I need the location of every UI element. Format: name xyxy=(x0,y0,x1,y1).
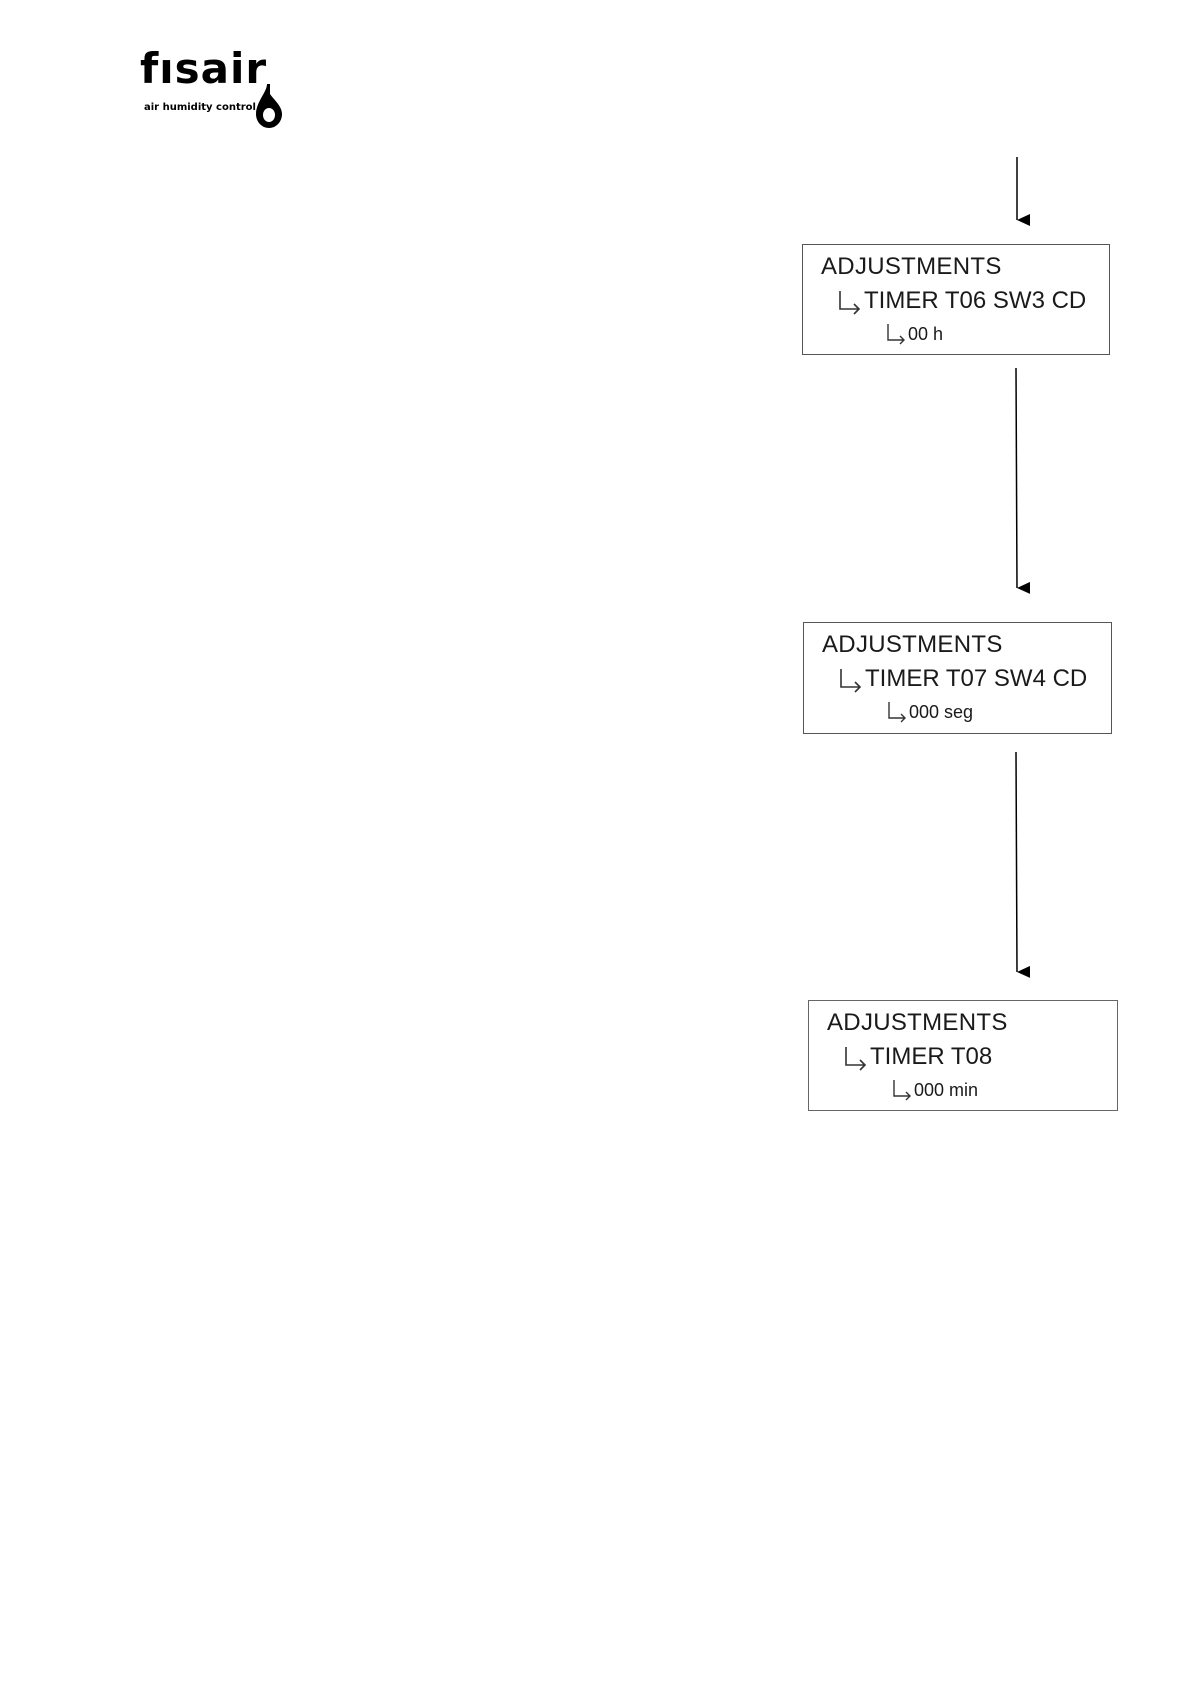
water-drop-icon xyxy=(254,84,284,128)
screen-value: 000 min xyxy=(914,1080,978,1101)
submenu-arrow-icon xyxy=(843,1045,869,1071)
screen-menu-title: ADJUSTMENTS xyxy=(822,631,1003,659)
display-screen-timer-t07: ADJUSTMENTS TIMER T07 SW4 CD 000 seg xyxy=(803,622,1112,734)
logo-tagline: air humidity control xyxy=(144,102,256,113)
logo-wordmark: fısair xyxy=(140,48,267,90)
brand-logo: fısair air humidity control xyxy=(140,58,290,130)
submenu-arrow-icon xyxy=(837,289,863,315)
screen-value: 00 h xyxy=(908,324,943,345)
screen-value-row: 000 seg xyxy=(886,701,973,723)
submenu-arrow-icon xyxy=(891,1079,913,1101)
submenu-arrow-icon xyxy=(886,701,908,723)
screen-value-row: 00 h xyxy=(885,323,943,345)
submenu-arrow-icon xyxy=(885,323,907,345)
arrow-down-icon xyxy=(1016,752,1017,972)
screen-menu-title: ADJUSTMENTS xyxy=(821,253,1002,281)
screen-submenu-label: TIMER T06 SW3 CD xyxy=(864,287,1086,315)
display-screen-timer-t08: ADJUSTMENTS TIMER T08 000 min xyxy=(808,1000,1118,1111)
display-screen-timer-t06: ADJUSTMENTS TIMER T06 SW3 CD 00 h xyxy=(802,244,1110,355)
screen-submenu-row: TIMER T08 xyxy=(843,1043,992,1071)
screen-submenu-row: TIMER T06 SW3 CD xyxy=(837,287,1086,315)
submenu-arrow-icon xyxy=(838,667,864,693)
screen-value: 000 seg xyxy=(909,702,973,723)
screen-submenu-label: TIMER T07 SW4 CD xyxy=(865,665,1087,693)
screen-value-row: 000 min xyxy=(891,1079,978,1101)
screen-submenu-label: TIMER T08 xyxy=(870,1043,992,1071)
arrow-down-icon xyxy=(1016,368,1017,588)
screen-submenu-row: TIMER T07 SW4 CD xyxy=(838,665,1087,693)
screen-menu-title: ADJUSTMENTS xyxy=(827,1009,1008,1037)
